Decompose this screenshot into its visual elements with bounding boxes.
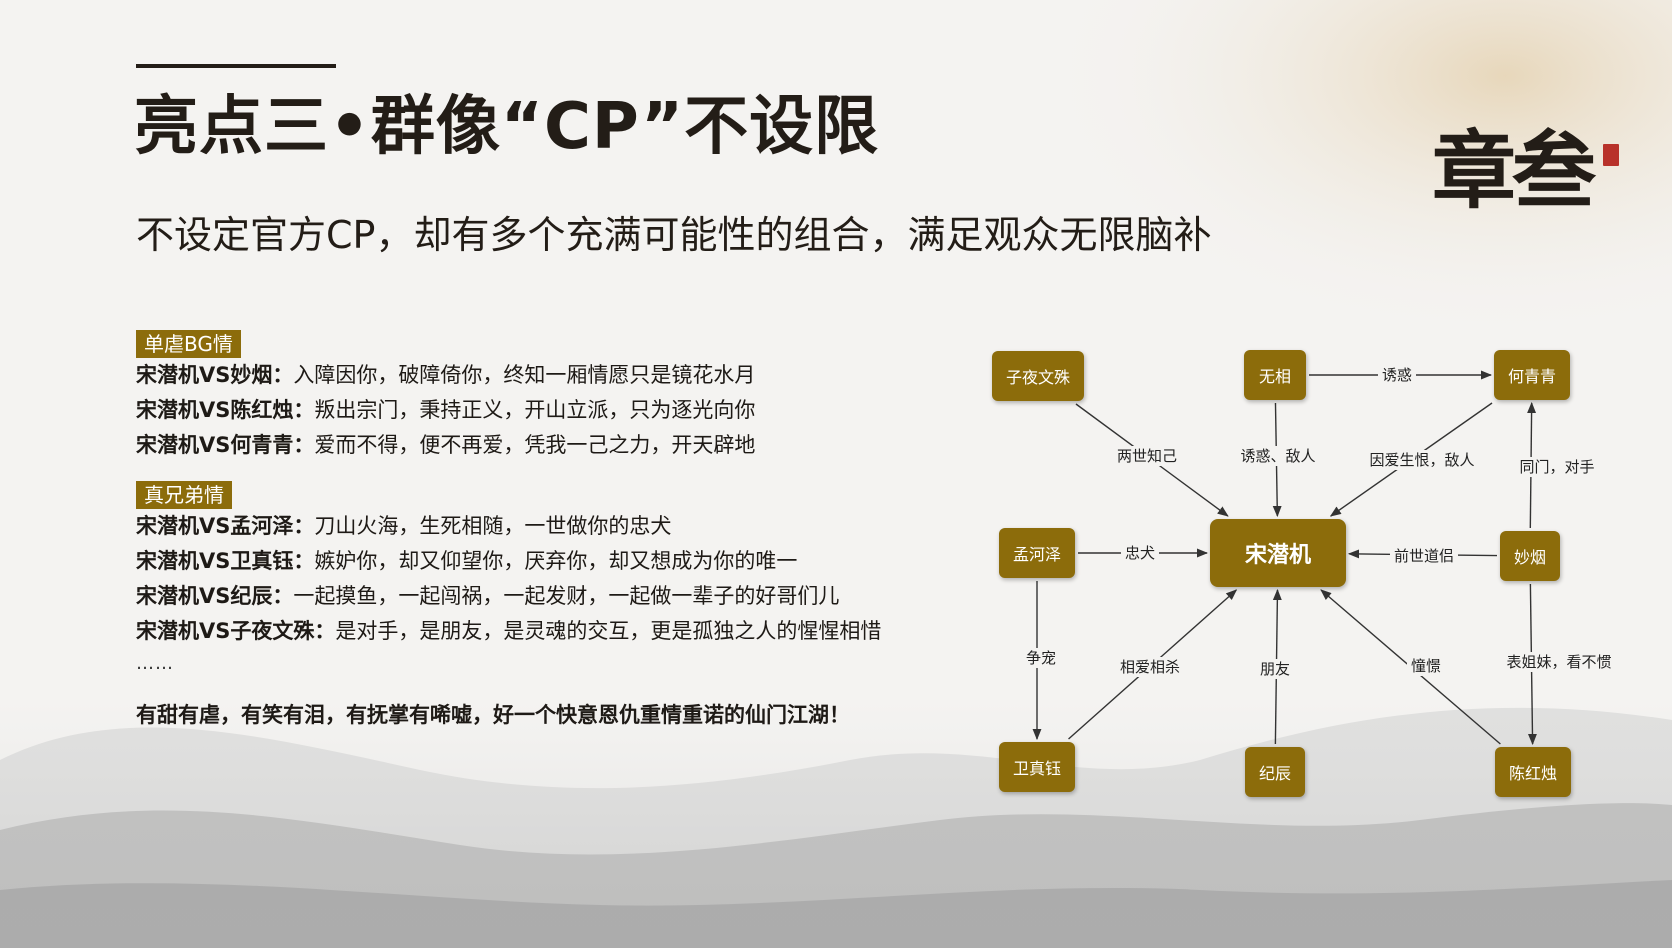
edge-label: 同门，对手 bbox=[1515, 457, 1599, 477]
node-wuxiang: 无相 bbox=[1244, 350, 1306, 400]
page-subtitle: 不设定官方CP，却有多个充满可能性的组合，满足观众无限脑补 bbox=[136, 213, 1212, 257]
list-item: 宋潜机VS子夜文殊：是对手，是朋友，是灵魂的交互，更是孤独之人的惺惺相惜 bbox=[136, 614, 976, 649]
title-accent-rule bbox=[136, 64, 336, 68]
edge-label: 争宠 bbox=[1021, 648, 1061, 668]
pair-description: 一起摸鱼，一起闯祸，一起发财，一起做一辈子的好哥们儿 bbox=[293, 584, 840, 608]
edge-label: 相爱相杀 bbox=[1115, 657, 1185, 677]
node-weizy: 卫真钰 bbox=[999, 742, 1075, 792]
node-center: 宋潜机 bbox=[1210, 519, 1346, 587]
edge-label: 两世知己 bbox=[1112, 446, 1182, 466]
pair-label: 宋潜机VS何青青： bbox=[136, 433, 315, 457]
edge-label: 表姐妹，看不惯 bbox=[1502, 652, 1616, 672]
relationship-list: 单虐BG情 宋潜机VS妙烟：入障因你，破障倚你，终知一厢情愿只是镜花水月 宋潜机… bbox=[136, 330, 976, 729]
red-seal-icon bbox=[1603, 144, 1619, 166]
pair-description: 爱而不得，便不再爱，凭我一己之力，开天辟地 bbox=[314, 433, 756, 457]
edge-label: 憧憬 bbox=[1406, 656, 1446, 676]
page-title: 亮点三•群像“CP”不设限 bbox=[134, 90, 880, 164]
closing-statement: 有甜有虐，有笑有泪，有抚掌有唏嘘，好一个快意恩仇重情重诺的仙门江湖！ bbox=[136, 703, 850, 727]
list-item: 宋潜机VS陈红烛：叛出宗门，秉持正义，开山立派，只为逐光向你 bbox=[136, 393, 976, 428]
edge-label: 忠犬 bbox=[1120, 543, 1160, 563]
edge-label: 因爱生恨，敌人 bbox=[1365, 450, 1479, 470]
node-miaoyan: 妙烟 bbox=[1500, 531, 1560, 581]
node-menghz: 孟河泽 bbox=[999, 528, 1075, 578]
list-item: 宋潜机VS何青青：爱而不得，便不再爱，凭我一己之力，开天辟地 bbox=[136, 428, 976, 463]
node-jichen: 纪辰 bbox=[1245, 747, 1305, 797]
node-chenhz: 陈红烛 bbox=[1495, 747, 1571, 797]
pair-description: 嫉妒你，却又仰望你，厌弃你，却又想成为你的唯一 bbox=[314, 549, 798, 573]
list-item: 宋潜机VS纪辰：一起摸鱼，一起闯祸，一起发财，一起做一辈子的好哥们儿 bbox=[136, 579, 976, 614]
pair-label: 宋潜机VS妙烟： bbox=[136, 363, 294, 387]
pair-label: 宋潜机VS纪辰： bbox=[136, 584, 294, 608]
pair-label: 宋潜机VS子夜文殊： bbox=[136, 619, 336, 643]
chapter-mark: 章叁 bbox=[1432, 121, 1596, 220]
pair-label: 宋潜机VS孟河泽： bbox=[136, 514, 315, 538]
pair-description: 入障因你，破障倚你，终知一厢情愿只是镜花水月 bbox=[293, 363, 756, 387]
node-heqingqing: 何青青 bbox=[1494, 350, 1570, 400]
section-tag: 真兄弟情 bbox=[136, 481, 232, 509]
list-item: 宋潜机VS妙烟：入障因你，破障倚你，终知一厢情愿只是镜花水月 bbox=[136, 358, 976, 393]
list-item: 宋潜机VS卫真钰：嫉妒你，却又仰望你，厌弃你，却又想成为你的唯一 bbox=[136, 544, 976, 579]
list-item: 宋潜机VS孟河泽：刀山火海，生死相随，一世做你的忠犬 bbox=[136, 509, 976, 544]
edge-label: 朋友 bbox=[1255, 659, 1295, 679]
edge-label: 前世道侣 bbox=[1389, 546, 1459, 566]
node-ziye: 子夜文殊 bbox=[992, 351, 1084, 401]
edge-label: 诱惑、敌人 bbox=[1236, 446, 1320, 466]
more-ellipsis: …… bbox=[136, 653, 174, 674]
pair-label: 宋潜机VS陈红烛： bbox=[136, 398, 315, 422]
pair-description: 是对手，是朋友，是灵魂的交互，更是孤独之人的惺惺相惜 bbox=[335, 619, 882, 643]
pair-description: 刀山火海，生死相随，一世做你的忠犬 bbox=[314, 514, 672, 538]
section-brotherhood: 真兄弟情 宋潜机VS孟河泽：刀山火海，生死相随，一世做你的忠犬 宋潜机VS卫真钰… bbox=[136, 481, 976, 679]
pair-description: 叛出宗门，秉持正义，开山立派，只为逐光向你 bbox=[314, 398, 756, 422]
section-tag: 单虐BG情 bbox=[136, 330, 241, 358]
section-bg-romance: 单虐BG情 宋潜机VS妙烟：入障因你，破障倚你，终知一厢情愿只是镜花水月 宋潜机… bbox=[136, 330, 976, 463]
edge-label: 诱惑 bbox=[1377, 365, 1417, 385]
pair-label: 宋潜机VS卫真钰： bbox=[136, 549, 315, 573]
